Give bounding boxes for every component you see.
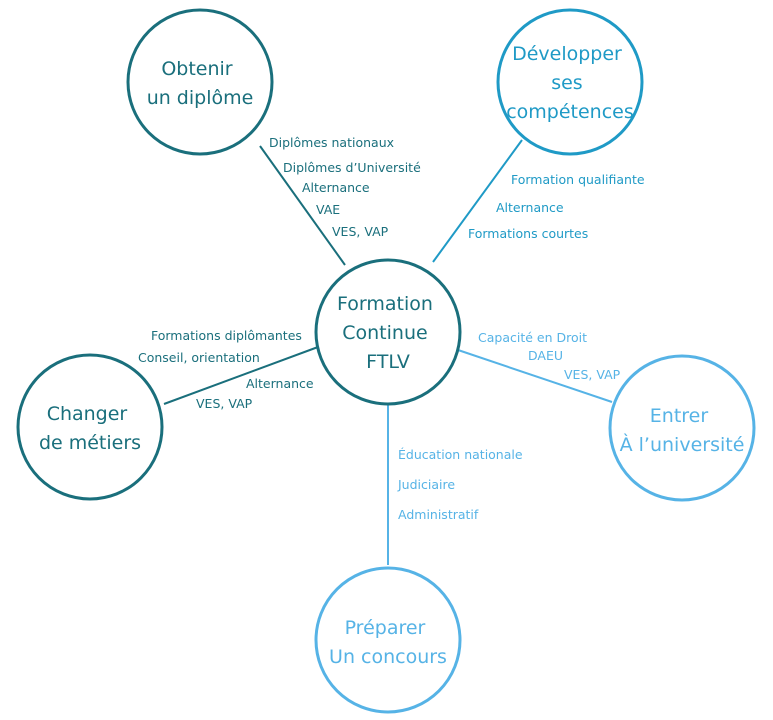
metiers-title-line: Changer	[47, 403, 128, 425]
metiers-title-line: de métiers	[39, 432, 141, 454]
diplome-label: VAE	[316, 202, 340, 217]
competences-labels: Formation qualifiante Alternance Formati…	[468, 172, 645, 241]
metiers-label: Formations diplômantes	[151, 328, 302, 343]
concours-circle	[314, 566, 462, 714]
concours-label: Administratif	[398, 507, 479, 522]
competences-title-line: ses	[551, 72, 583, 94]
universite-title-line: Entrer	[650, 405, 709, 427]
diplome-title-line: un diplôme	[147, 87, 254, 109]
concours-label: Judiciaire	[397, 477, 455, 492]
diplome-label: Alternance	[302, 180, 370, 195]
concours-labels: Éducation nationale Judiciaire Administr…	[397, 447, 523, 522]
concours-title: Préparer Un concours	[329, 617, 447, 668]
competences-label: Formations courtes	[468, 226, 588, 241]
connector-diplome	[259, 145, 346, 266]
diplome-title: Obtenir un diplôme	[147, 58, 254, 109]
diplome-label: VES, VAP	[332, 224, 389, 239]
competences-circle	[496, 8, 644, 156]
diplome-title-line: Obtenir	[161, 58, 232, 80]
diplome-labels: Diplômes nationaux Diplômes d’Université…	[269, 135, 421, 239]
center-circle	[314, 258, 462, 406]
universite-title: Entrer À l’université	[620, 405, 745, 456]
universite-label: Capacité en Droit	[478, 330, 587, 345]
competences-title-line: compétences	[506, 101, 634, 123]
metiers-circle	[16, 353, 164, 501]
universite-label: DAEU	[528, 348, 563, 363]
competences-label: Alternance	[496, 200, 564, 215]
center-title-line: Formation	[337, 293, 433, 315]
connector-competences	[432, 139, 523, 263]
concours-label: Éducation nationale	[398, 447, 523, 462]
concours-title-line: Préparer	[345, 617, 426, 639]
center-title-line: Continue	[342, 322, 427, 344]
concours-title-line: Un concours	[329, 646, 447, 668]
universite-circle	[608, 354, 756, 502]
metiers-label: Alternance	[246, 376, 314, 391]
competences-label: Formation qualifiante	[511, 172, 645, 187]
universite-label: VES, VAP	[564, 367, 621, 382]
universite-labels: Capacité en Droit DAEU VES, VAP	[478, 330, 621, 382]
diplome-circle	[126, 8, 274, 156]
metiers-labels: Formations diplômantes Conseil, orientat…	[138, 328, 314, 411]
center-title: Formation Continue FTLV	[337, 293, 439, 373]
competences-title: Développer ses compétences	[506, 43, 634, 123]
metiers-title: Changer de métiers	[39, 403, 141, 454]
connector-universite	[457, 349, 613, 403]
diplome-label: Diplômes nationaux	[269, 135, 394, 150]
universite-title-line: À l’université	[620, 433, 745, 456]
metiers-label: Conseil, orientation	[138, 350, 260, 365]
connector-metiers	[163, 346, 319, 405]
metiers-label: VES, VAP	[196, 396, 253, 411]
diplome-label: Diplômes d’Université	[283, 160, 421, 175]
competences-title-line: Développer	[512, 43, 622, 65]
center-title-line: FTLV	[366, 351, 410, 373]
